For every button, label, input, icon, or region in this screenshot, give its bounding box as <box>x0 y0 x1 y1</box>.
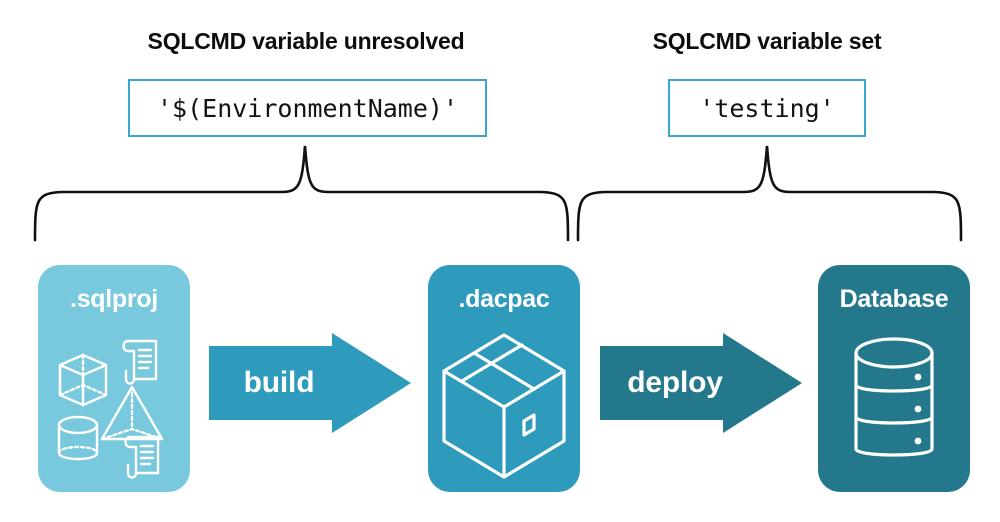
sql-objects-icon <box>57 339 164 479</box>
stage-label-sqlproj: .sqlproj <box>70 285 158 313</box>
code-box-environment-name: '$(EnvironmentName)' <box>128 79 487 137</box>
code-box-testing: 'testing' <box>668 79 866 137</box>
arrow-label-build: build <box>243 366 315 399</box>
package-box-icon <box>442 333 566 479</box>
arrow-shape <box>209 333 411 433</box>
pyramid-icon <box>100 385 164 441</box>
arrow-label-deploy: deploy <box>627 366 723 399</box>
heading-sqlcmd-variable-unresolved: SQLCMD variable unresolved <box>147 28 465 54</box>
heading-sqlcmd-variable-set: SQLCMD variable set <box>652 28 882 54</box>
right-brace-icon <box>576 145 963 242</box>
scroll-icon-bottom <box>124 435 160 479</box>
cylinder-icon <box>57 415 99 461</box>
arrow-shape <box>600 333 802 433</box>
cube-icon <box>58 353 108 407</box>
stage-box-dacpac: .dacpac <box>428 265 580 492</box>
database-cylinder-icon <box>854 337 934 457</box>
scroll-icon-top <box>122 339 158 385</box>
arrow-deploy <box>600 333 802 433</box>
left-brace-icon <box>33 145 570 242</box>
arrow-build <box>209 333 411 433</box>
stage-label-database: Database <box>839 285 949 313</box>
status-dot <box>914 437 922 445</box>
status-dot <box>914 373 922 381</box>
stage-box-database: Database <box>818 265 970 492</box>
stage-box-sqlproj: .sqlproj <box>38 265 190 492</box>
stage-label-dacpac: .dacpac <box>458 285 550 313</box>
status-dot <box>914 405 922 413</box>
